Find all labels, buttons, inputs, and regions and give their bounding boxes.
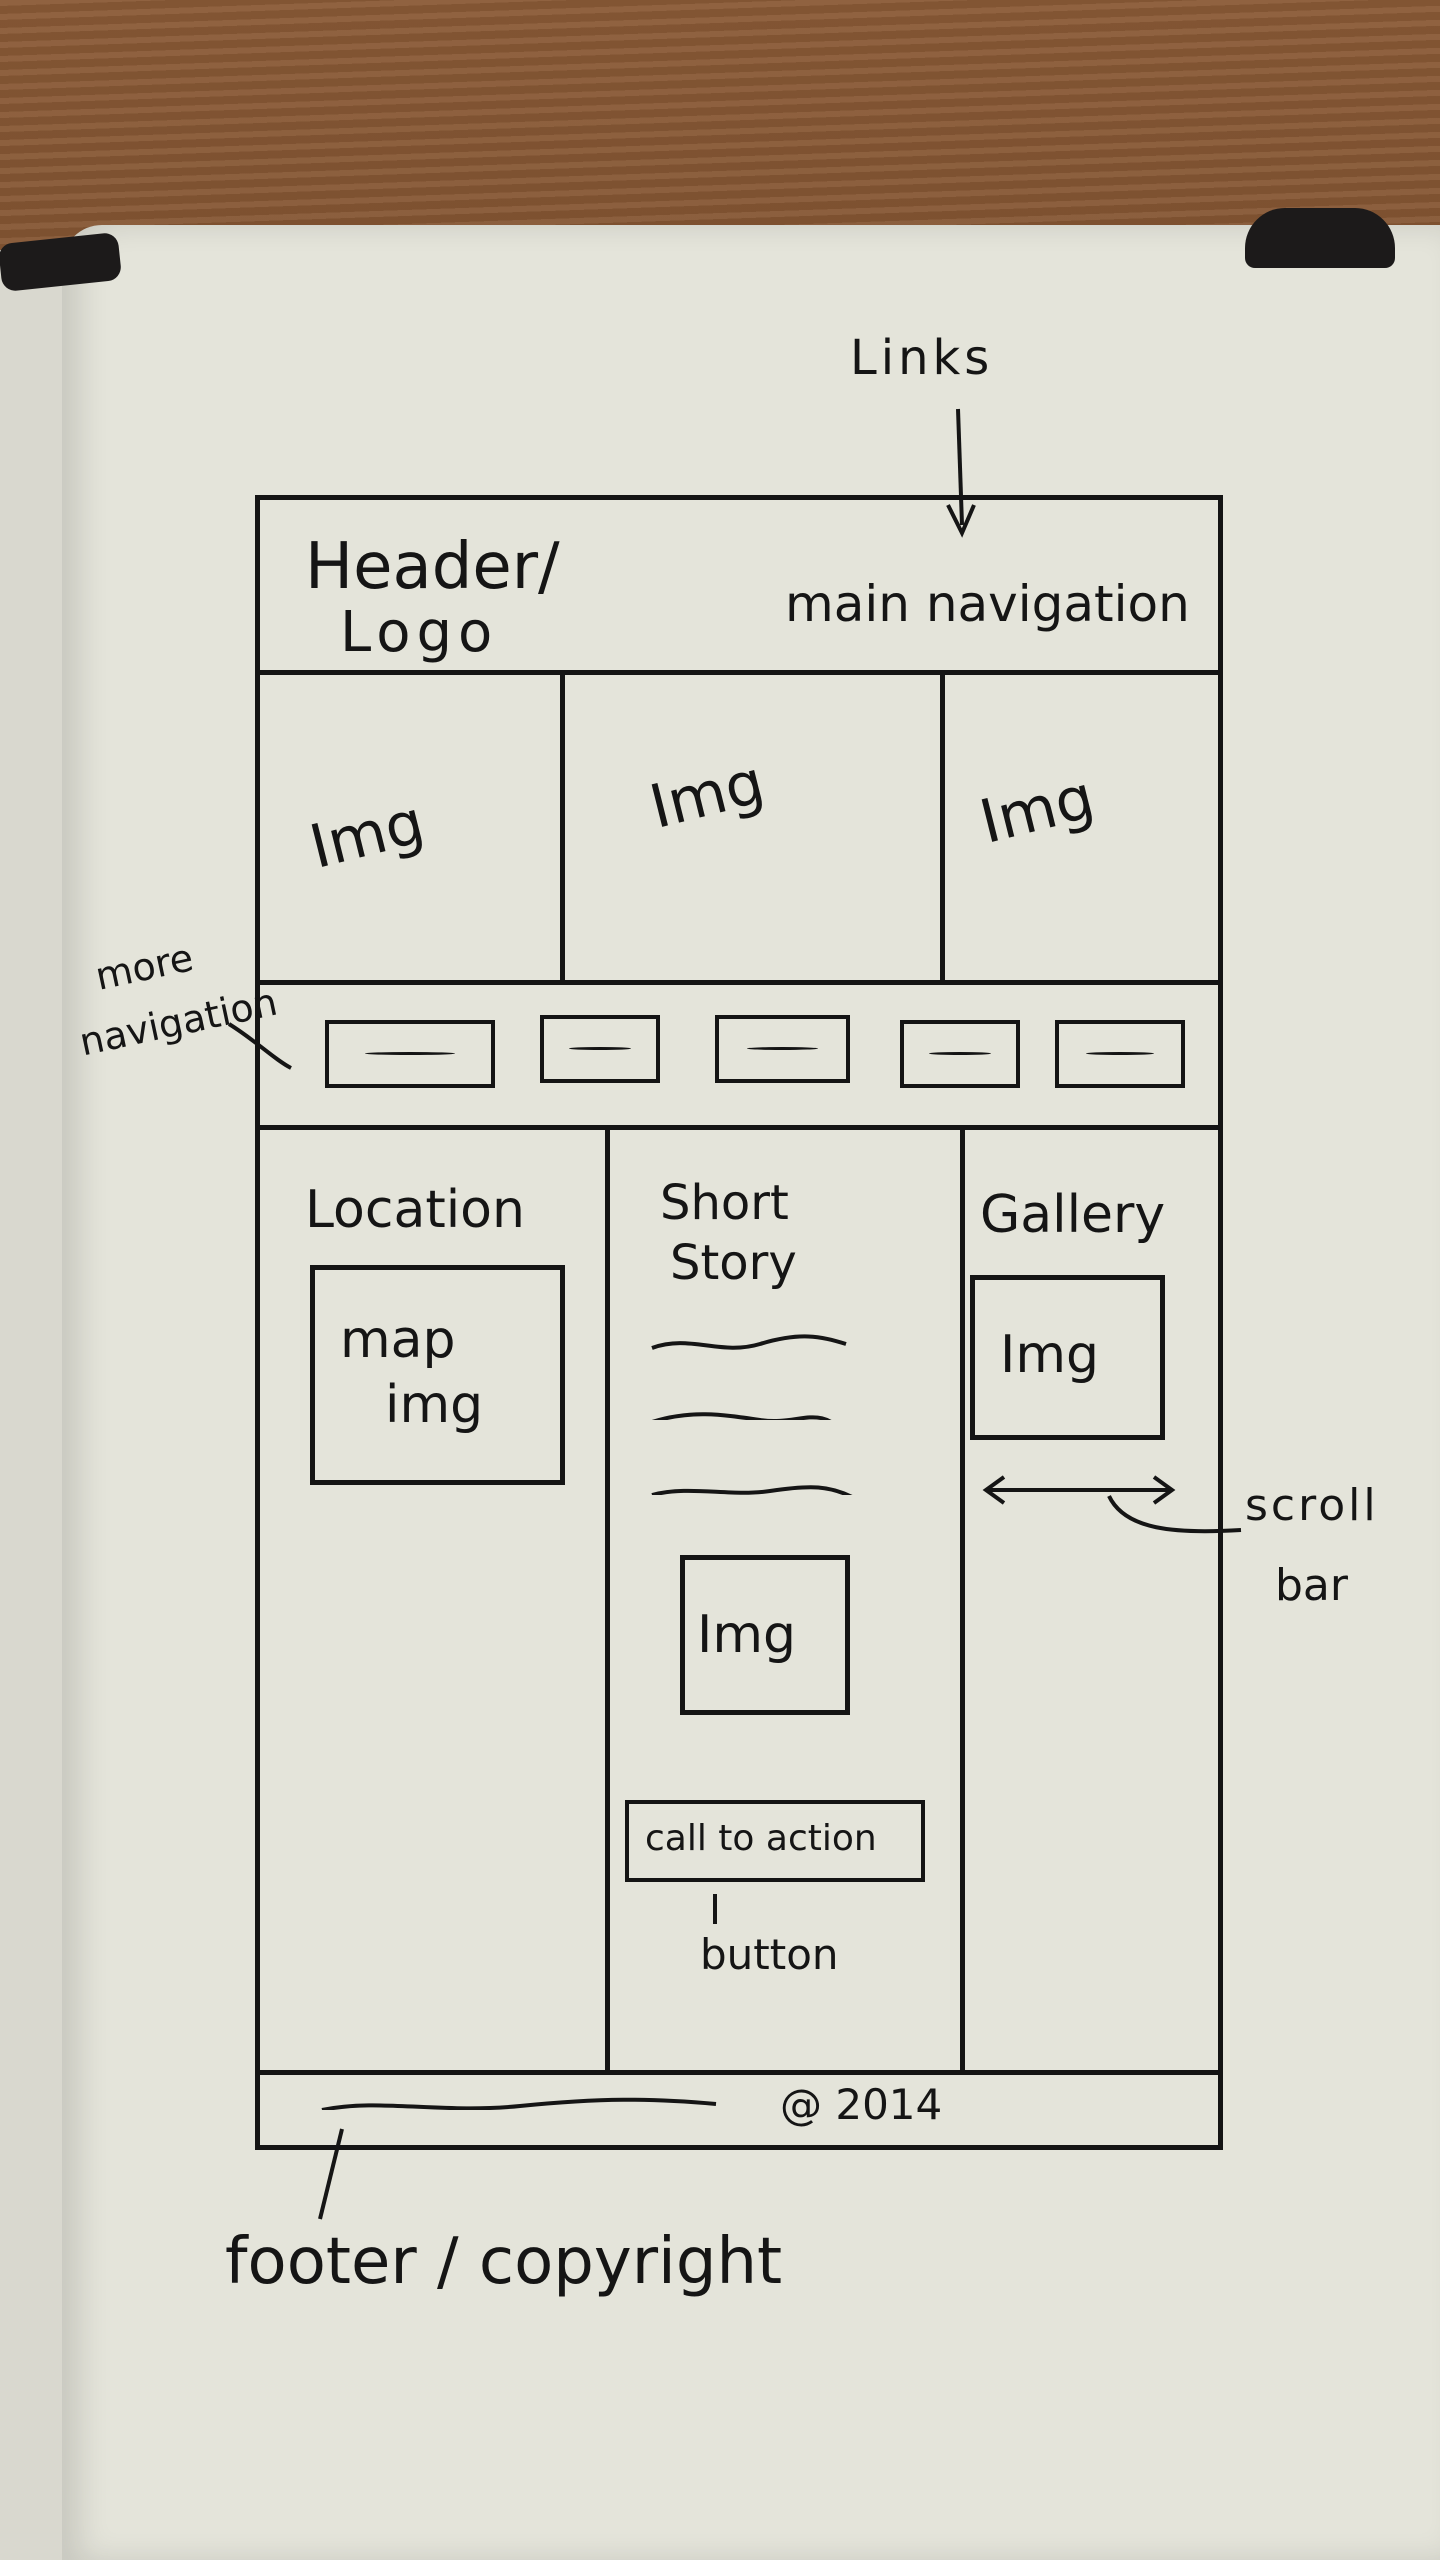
footer-annotation-pointer [318, 2128, 344, 2220]
hero-divider-1 [560, 670, 565, 980]
footer-divider [260, 2070, 1218, 2075]
links-annotation: Links [850, 330, 994, 386]
more-nav-item-4[interactable] [900, 1020, 1020, 1088]
column-divider-1 [605, 1125, 610, 2070]
call-to-action-button[interactable]: call to action [625, 1800, 925, 1882]
cta-note-pointer [713, 1894, 717, 1924]
header-logo-line2: Logo [340, 600, 499, 665]
story-image: Img [680, 1555, 850, 1715]
story-text-line-2 [651, 1412, 832, 1420]
story-text-line-1 [651, 1334, 847, 1350]
call-to-action-label: call to action [645, 1818, 877, 1859]
more-nav-item-2[interactable] [540, 1015, 660, 1083]
scroll-bar-annotation-line2: bar [1275, 1560, 1348, 1611]
header-logo-line1: Header/ [305, 530, 560, 604]
scroll-bar-pointer [1107, 1495, 1242, 1534]
hero-image-3: Img [973, 762, 1102, 858]
column-divider-2 [960, 1125, 965, 2070]
links-arrow [946, 408, 976, 538]
footer-copyright-annotation: footer / copyright [225, 2225, 783, 2299]
map-image: map img [310, 1265, 565, 1485]
hero-image-1: Img [303, 787, 432, 883]
nav-divider-bottom [260, 1125, 1218, 1130]
scroll-bar-annotation-line1: scroll [1245, 1480, 1379, 1531]
wireframe: Header/ Logo main navigation Img Img Img… [255, 495, 1223, 2150]
notebook-page [62, 225, 1440, 2560]
hero-divider-bottom [260, 980, 1218, 985]
hero-image-2: Img [643, 747, 772, 843]
gallery-title: Gallery [980, 1185, 1166, 1245]
location-title: Location [305, 1180, 525, 1240]
cta-note: button [700, 1930, 839, 1979]
story-text-line-3 [651, 1485, 853, 1495]
main-navigation[interactable]: main navigation [785, 575, 1190, 633]
footer-copyright: @ 2014 [780, 2080, 943, 2129]
gallery-image: Img [970, 1275, 1165, 1440]
gallery-image-label: Img [1000, 1325, 1099, 1385]
more-nav-item-3[interactable] [715, 1015, 850, 1083]
story-image-label: Img [697, 1605, 796, 1665]
short-story-title-line2: Story [670, 1235, 797, 1291]
notebook-strap-right [1245, 208, 1395, 268]
footer-text-line [321, 2097, 717, 2110]
more-navigation-pointer [227, 1022, 292, 1070]
gallery-scroll-bar[interactable] [980, 1465, 1180, 1515]
map-image-label-line1: map [340, 1310, 456, 1370]
map-image-label-line2: img [385, 1375, 484, 1435]
header-divider [260, 670, 1218, 675]
more-nav-item-1[interactable] [325, 1020, 495, 1088]
more-nav-item-5[interactable] [1055, 1020, 1185, 1088]
short-story-title-line1: Short [660, 1175, 789, 1231]
hero-divider-2 [940, 670, 945, 980]
